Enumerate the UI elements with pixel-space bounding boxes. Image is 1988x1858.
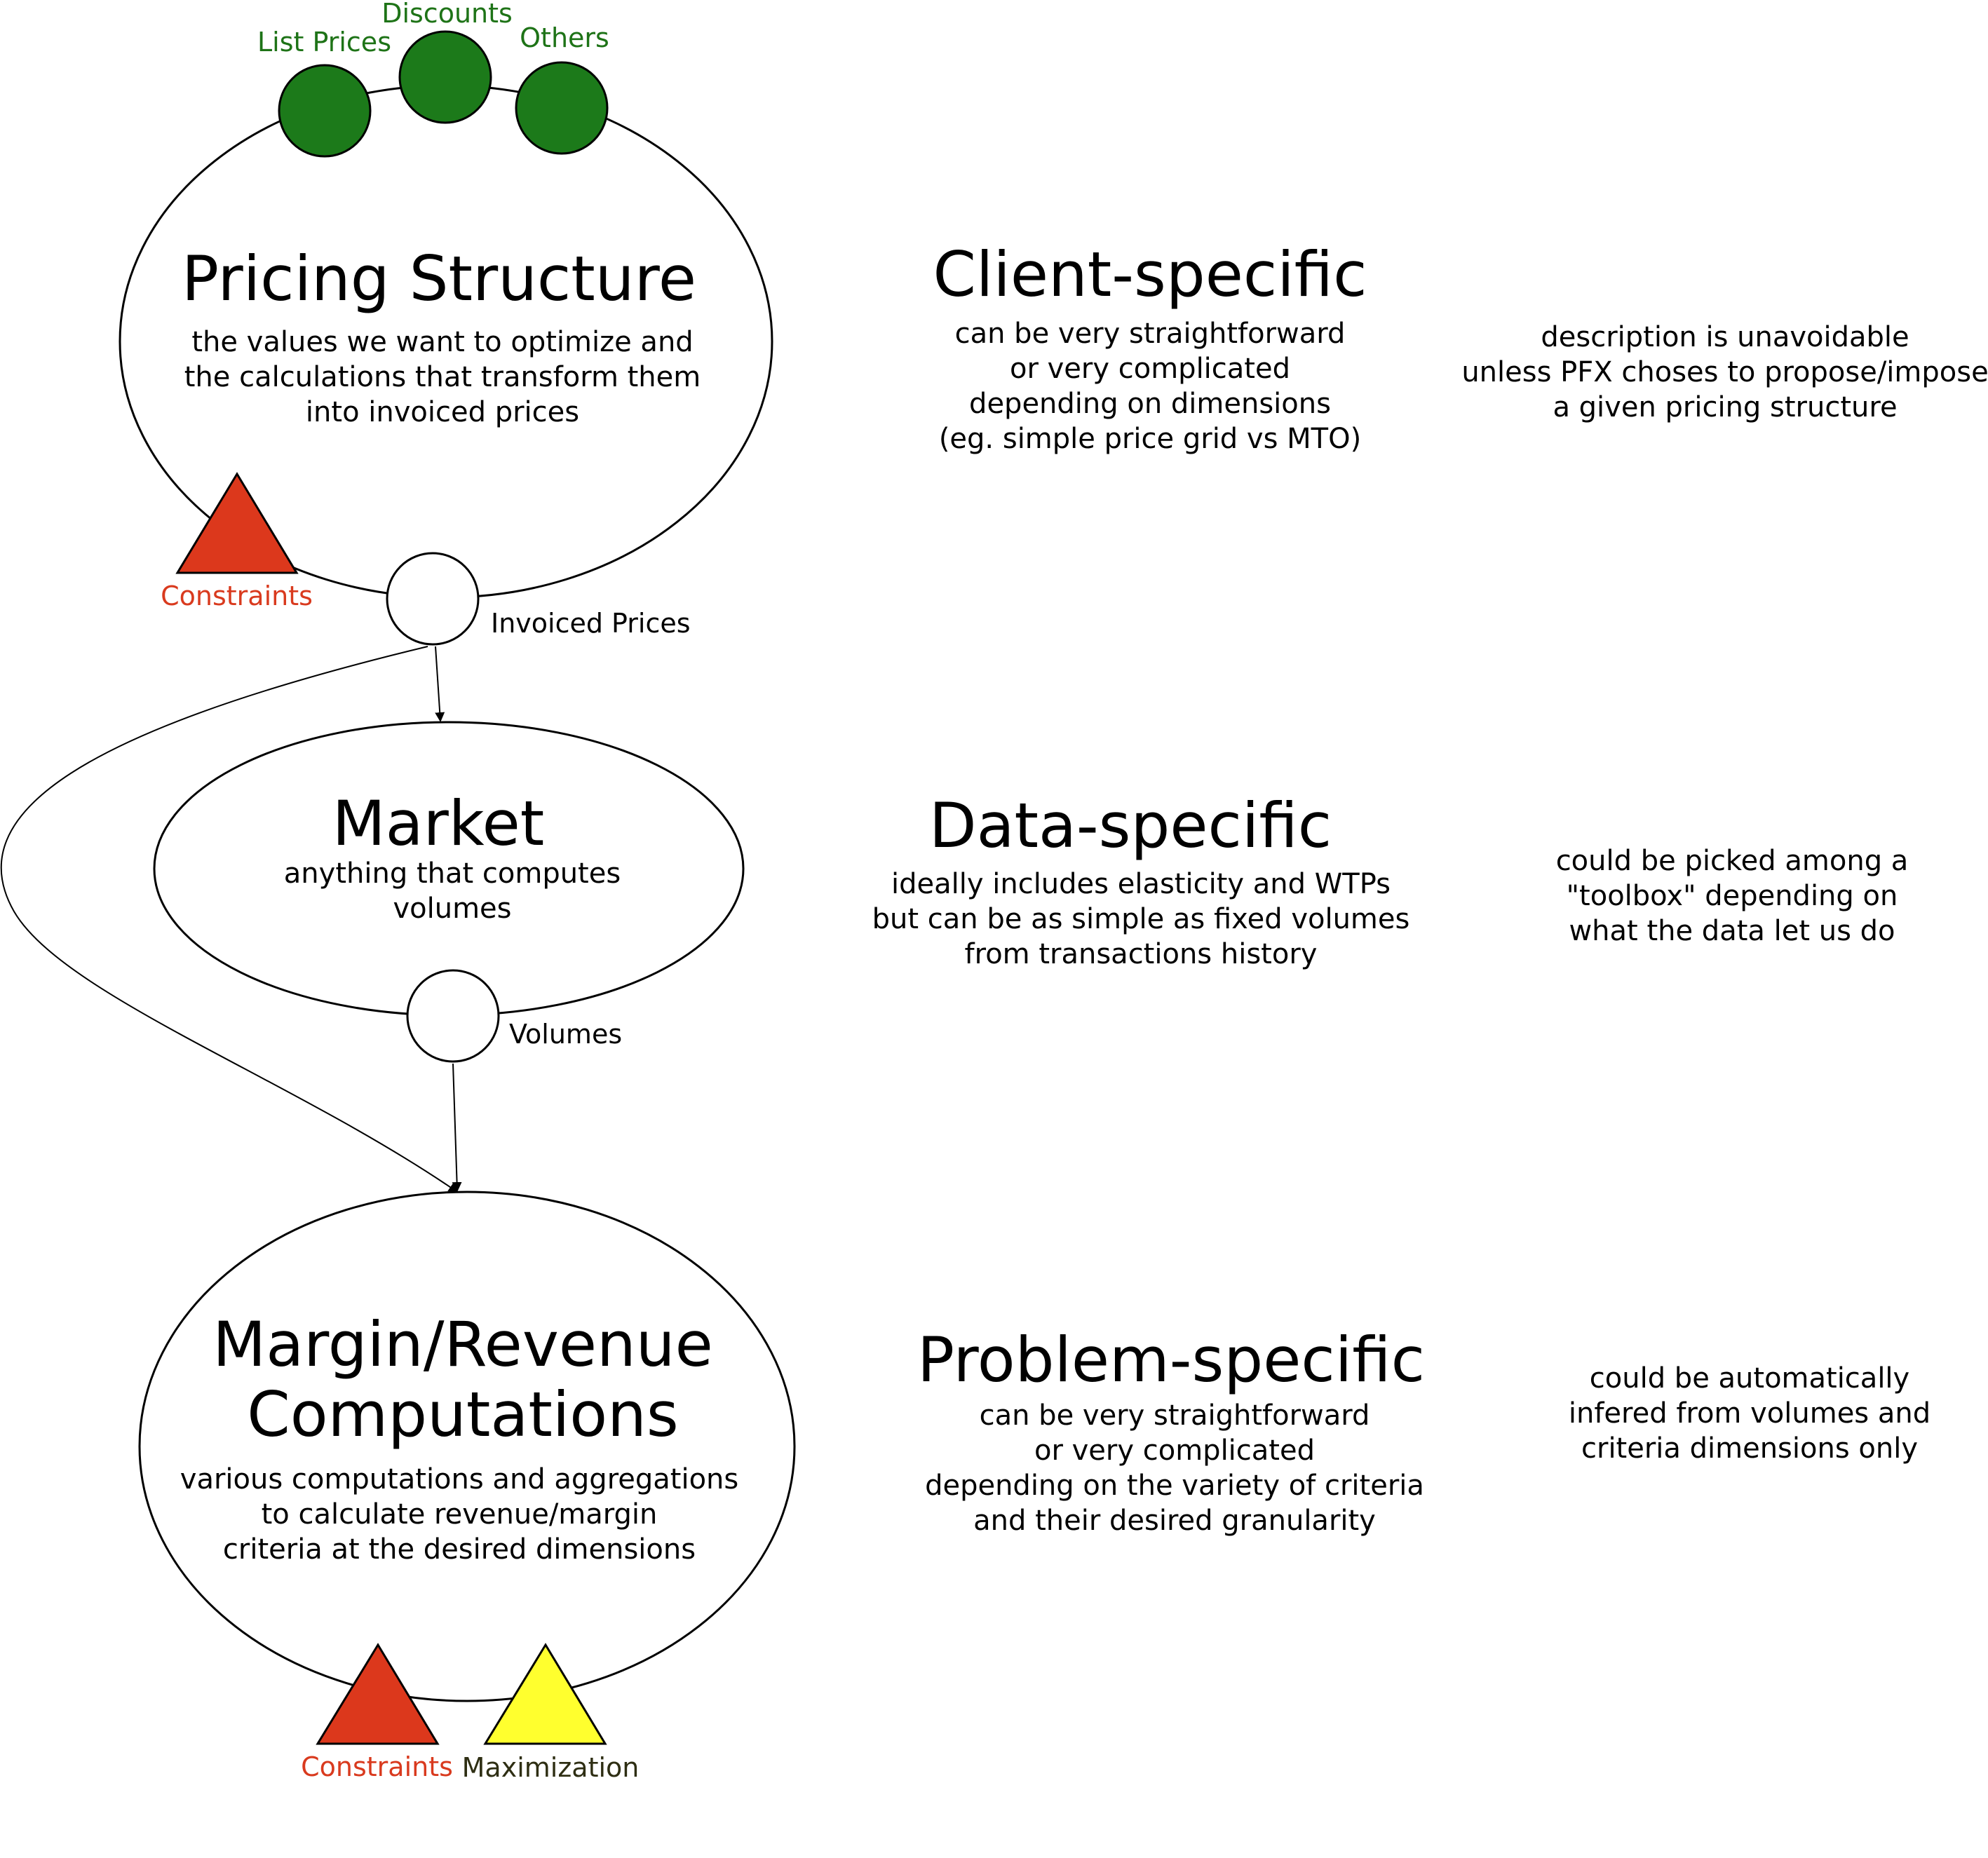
arrow-volumes-to-margin (452, 1063, 462, 1192)
client-specific-title: Client-specific (933, 238, 1367, 311)
maximization-label: Maximization (461, 1752, 640, 1783)
margin-constraint-label: Constraints (301, 1751, 453, 1782)
others-label: Others (520, 22, 609, 53)
data-specific-title: Data-specific (928, 789, 1332, 862)
list-prices-label: List Prices (257, 27, 391, 57)
volumes-label: Volumes (509, 1019, 623, 1050)
margin-revenue-desc: various computations and aggregations to… (180, 1463, 739, 1566)
problem-specific-title: Problem-specific (917, 1324, 1426, 1396)
others-input-circle (515, 61, 609, 155)
list-prices-input-circle (278, 64, 372, 158)
margin-revenue-note: could be automatically infered from volu… (1568, 1362, 1931, 1465)
discounts-input-circle (398, 30, 492, 124)
arrow-prices-to-market (435, 646, 445, 722)
invoiced-prices-output-circle (386, 552, 480, 646)
market-title: Market (332, 787, 545, 860)
arrow-prices-to-margin (0, 646, 459, 1193)
pricing-structure-title: Pricing Structure (182, 243, 696, 315)
margin-constraint-triangle (316, 1643, 440, 1745)
pricing-structure-desc: the values we want to optimize and the c… (184, 326, 701, 428)
discounts-label: Discounts (381, 0, 513, 29)
volumes-output-circle (406, 969, 500, 1063)
invoiced-prices-label: Invoiced Prices (491, 608, 691, 639)
market-note: could be picked among a "toolbox" depend… (1555, 845, 1909, 947)
pricing-structure-note: description is unavoidable unless PFX ch… (1461, 321, 1988, 423)
market-desc: anything that computes volumes (283, 857, 621, 925)
client-specific-desc: can be very straightforward or very comp… (938, 318, 1362, 455)
problem-specific-desc: can be very straightforward or very comp… (925, 1399, 1424, 1537)
pricing-constraint-label: Constraints (161, 581, 313, 611)
maximization-triangle (483, 1643, 607, 1745)
data-specific-desc: ideally includes elasticity and WTPs but… (872, 868, 1410, 970)
margin-revenue-title: Margin/Revenue Computations (212, 1308, 713, 1451)
pricing-constraint-triangle (175, 472, 299, 574)
margin-revenue-node (138, 1191, 796, 1702)
